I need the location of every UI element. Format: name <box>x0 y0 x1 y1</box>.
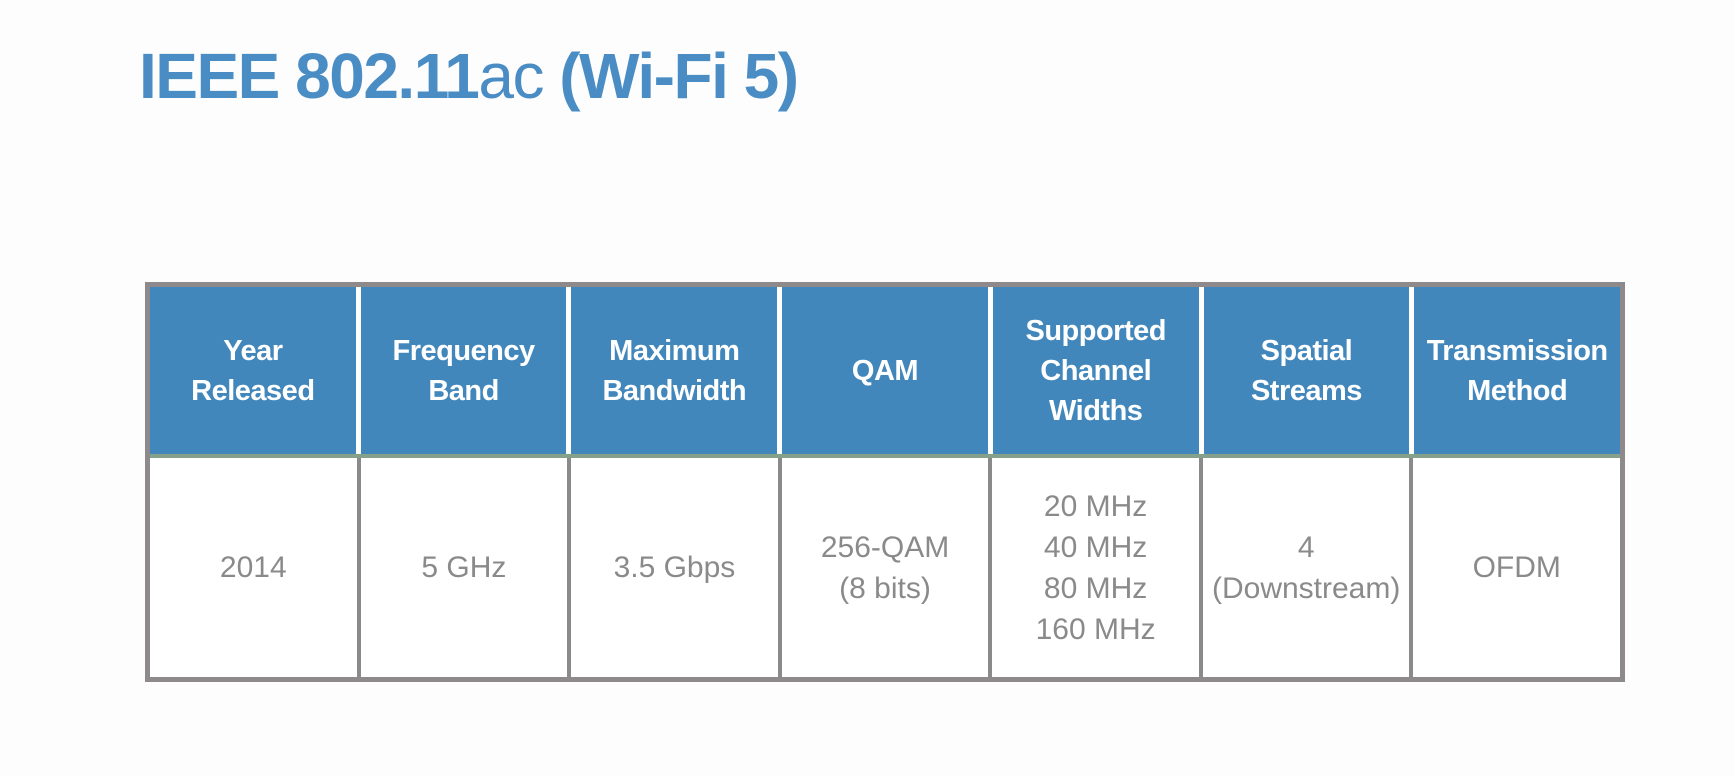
header-cell-qam: QAM <box>782 287 993 454</box>
cell-channel-widths: 20 MHz 40 MHz 80 MHz 160 MHz <box>992 458 1203 677</box>
header-cell-transmission-method: Transmission Method <box>1426 334 1608 407</box>
cell-frequency-band: 5 GHz <box>361 458 572 677</box>
title-wifi-name-text: (Wi-Fi 5) <box>542 40 799 112</box>
title-standard-text: IEEE 802.11 <box>139 40 480 112</box>
cell-transmission-method: OFDM <box>1472 551 1561 584</box>
table-header-row: Year Released Frequency Band Maximum Ban… <box>150 287 1620 458</box>
cell-spatial-streams: 4 (Downstream) <box>1203 458 1414 677</box>
table-data-row: 2014 5 GHz 3.5 Gbps 256-QAM (8 bits) 20 … <box>150 458 1620 677</box>
cell-qam: 256-QAM (8 bits) <box>782 458 993 677</box>
cell-year-released: 2014 <box>150 458 361 677</box>
header-cell-frequency-band: Frequency Band <box>361 287 572 454</box>
header-cell-channel-widths: Supported Channel Widths <box>993 287 1204 454</box>
cell-maximum-bandwidth: 3.5 Gbps <box>571 458 782 677</box>
page-title: IEEE 802.11ac (Wi-Fi 5) <box>139 40 799 114</box>
header-cell-year-released: Year Released <box>150 287 361 454</box>
header-cell-maximum-bandwidth: Maximum Bandwidth <box>571 287 783 454</box>
title-amendment-text: ac <box>478 40 544 112</box>
header-cell-spatial-streams: Spatial Streams <box>1204 287 1415 454</box>
wifi5-spec-table: Year Released Frequency Band Maximum Ban… <box>145 282 1625 682</box>
